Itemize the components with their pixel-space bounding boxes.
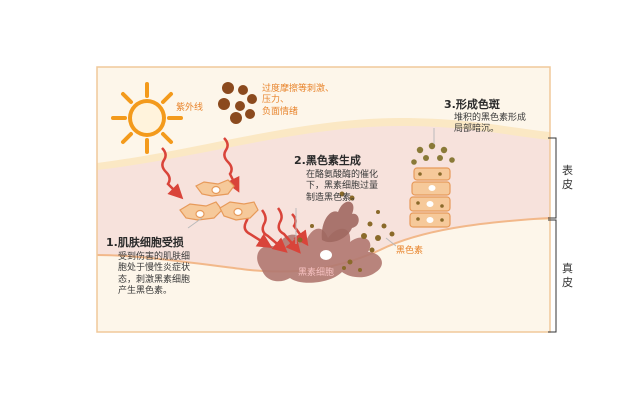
melanocyte-dendrite [321, 201, 359, 243]
stress-label: 过度摩擦等刺激、 压力、 负面情绪 [262, 84, 335, 117]
melanin-label: 黑色素 [396, 246, 424, 256]
epidermis-layer [97, 126, 550, 272]
frame-border [96, 66, 551, 333]
step2-body: 在酪氨酸酶的催化 下，黑素细胞过量 制造黑色素。 [306, 170, 379, 203]
melanocyte-nucleus [320, 250, 332, 260]
dermis-label: 真 皮 [562, 262, 573, 289]
wavy-arrow-icon [260, 209, 288, 253]
step3-title: 3.形成色斑 [444, 98, 500, 111]
layer-brackets [548, 137, 557, 333]
wavy-arrow-icon [276, 207, 301, 254]
wavy-arrow-icon [223, 137, 240, 193]
wavy-arrow-icon [161, 147, 184, 200]
sun-icon [111, 82, 183, 154]
step2-title: 2.黑色素生成 [294, 154, 361, 167]
step1-body: 受到伤害的肌肤细 胞处于慢性炎症状 态，刺激黑素细胞 产生黑色素。 [118, 252, 191, 296]
pigment-spot-column [409, 142, 455, 228]
step1-title: 1.肌肤细胞受损 [106, 236, 184, 249]
stress-particles-icon [218, 82, 257, 124]
melanin-particles [297, 191, 395, 272]
leader-lines [187, 128, 435, 247]
damaged-cells [179, 179, 259, 221]
melanocyte-label: 黑素细胞 [298, 268, 335, 278]
step3-body: 堆积的黑色素形成 局部暗沉。 [454, 113, 527, 135]
epidermis-label: 表 皮 [562, 164, 573, 191]
uv-label: 紫外线 [176, 103, 204, 113]
